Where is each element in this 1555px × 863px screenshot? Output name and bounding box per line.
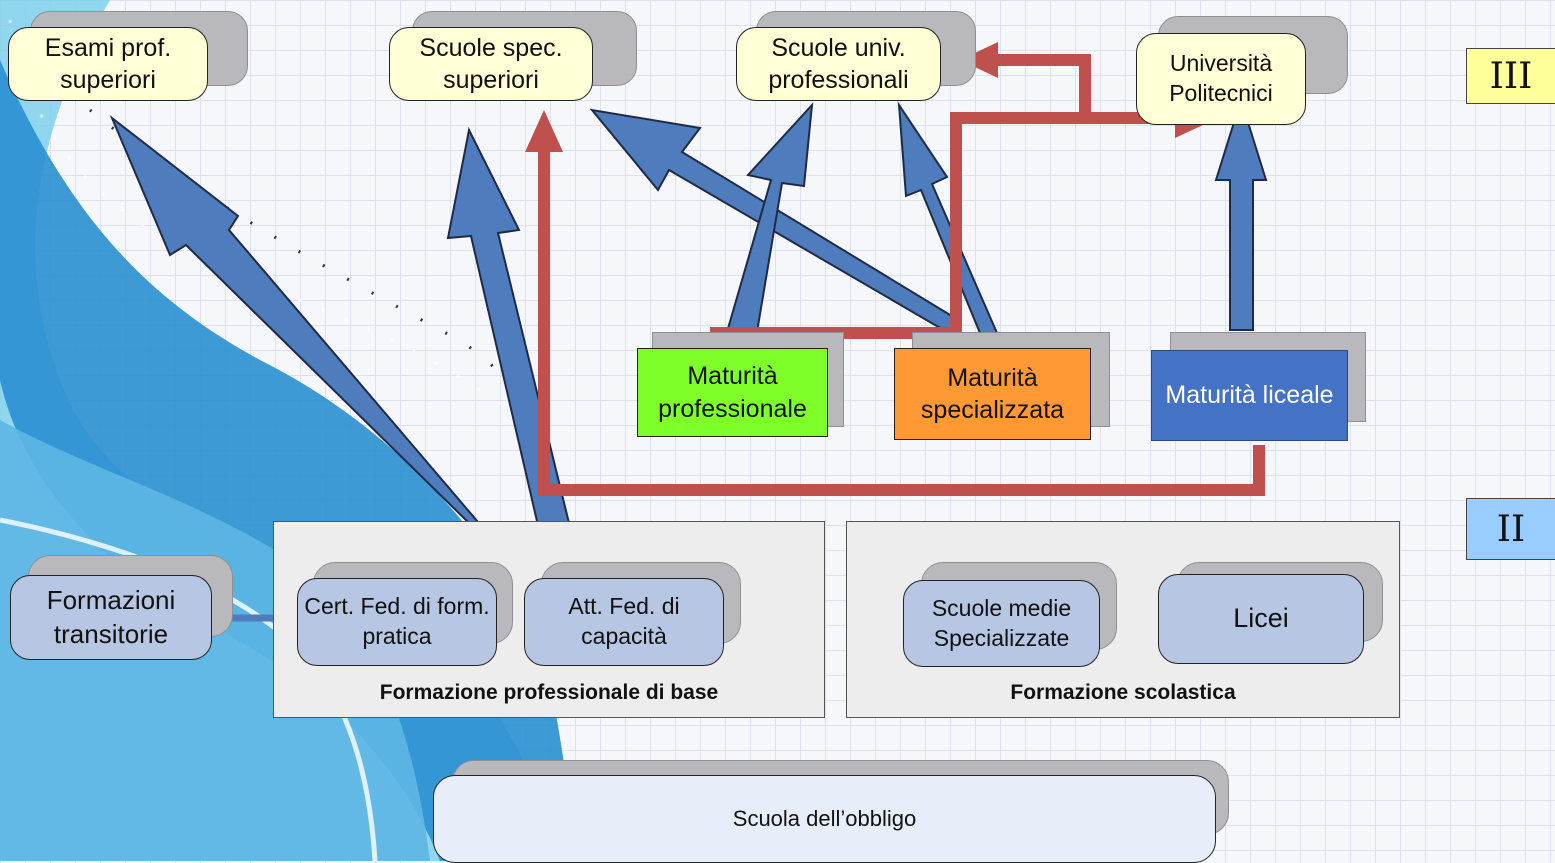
arrow-att-to-esami	[109, 114, 553, 585]
box-scuole-spec-superiori: Scuole spec. superiori	[389, 27, 593, 101]
arrow-att-to-spec	[446, 126, 582, 575]
label-formazione-scolastica: Formazione scolastica	[1010, 681, 1236, 704]
label-att: Att. Fed. di capacità	[568, 593, 680, 649]
level-III-badge: III	[1466, 48, 1555, 104]
box-universita-politecnici: Università Politecnici	[1136, 33, 1306, 125]
label-universita: Università Politecnici	[1169, 50, 1273, 106]
label-obbligo: Scuola dell’obbligo	[732, 805, 917, 831]
box-scuole-medie-specializzate: Scuole medie Specializzate	[903, 580, 1100, 667]
label-spec: Scuole spec. superiori	[419, 33, 563, 95]
label-formazione-professionale: Formazione professionale di base	[379, 681, 719, 704]
box-att-fed: Att. Fed. di capacità	[524, 578, 724, 666]
label-mat-spec: Maturità specializzata	[920, 363, 1065, 425]
red-line-liceale-to-spec	[538, 150, 1265, 496]
box-cert-fed: Cert. Fed. di form. pratica	[297, 578, 497, 666]
label-cert: Cert. Fed. di form. pratica	[304, 593, 490, 649]
arrow-matspec-to-univ	[897, 101, 999, 334]
red-head-univprof	[960, 42, 998, 78]
box-scuola-obbligo: Scuola dell’obbligo	[433, 775, 1216, 863]
arrow-liceale-to-uni	[1214, 96, 1268, 331]
arrow-matprof-to-univ	[725, 102, 814, 333]
red-head-spec	[525, 110, 563, 152]
box-maturita-liceale: Maturità liceale	[1151, 350, 1348, 441]
red-line-to-univ-prof	[990, 54, 1091, 118]
label-esami: Esami prof. superiori	[44, 33, 172, 95]
box-formazioni-transitorie: Formazioni transitorie	[10, 575, 212, 660]
label-licei: Licei	[1233, 603, 1289, 634]
box-esami-prof-superiori: Esami prof. superiori	[8, 27, 208, 101]
level-II-badge: II	[1466, 498, 1555, 560]
box-licei: Licei	[1158, 574, 1364, 664]
label-mat-liceale: Maturità liceale	[1165, 381, 1334, 410]
box-scuole-univ-professionali: Scuole univ. professionali	[736, 27, 941, 101]
box-maturita-professionale: Maturità professionale	[637, 348, 828, 437]
box-maturita-specializzata: Maturità specializzata	[894, 348, 1091, 440]
label-formazioni: Formazioni transitorie	[46, 584, 176, 649]
label-univ-prof: Scuole univ. professionali	[768, 33, 909, 95]
level-II-label: II	[1496, 508, 1526, 550]
label-mat-prof: Maturità professionale	[658, 362, 807, 423]
level-III-label: III	[1489, 55, 1533, 97]
label-medie: Scuole medie Specializzate	[931, 594, 1072, 651]
